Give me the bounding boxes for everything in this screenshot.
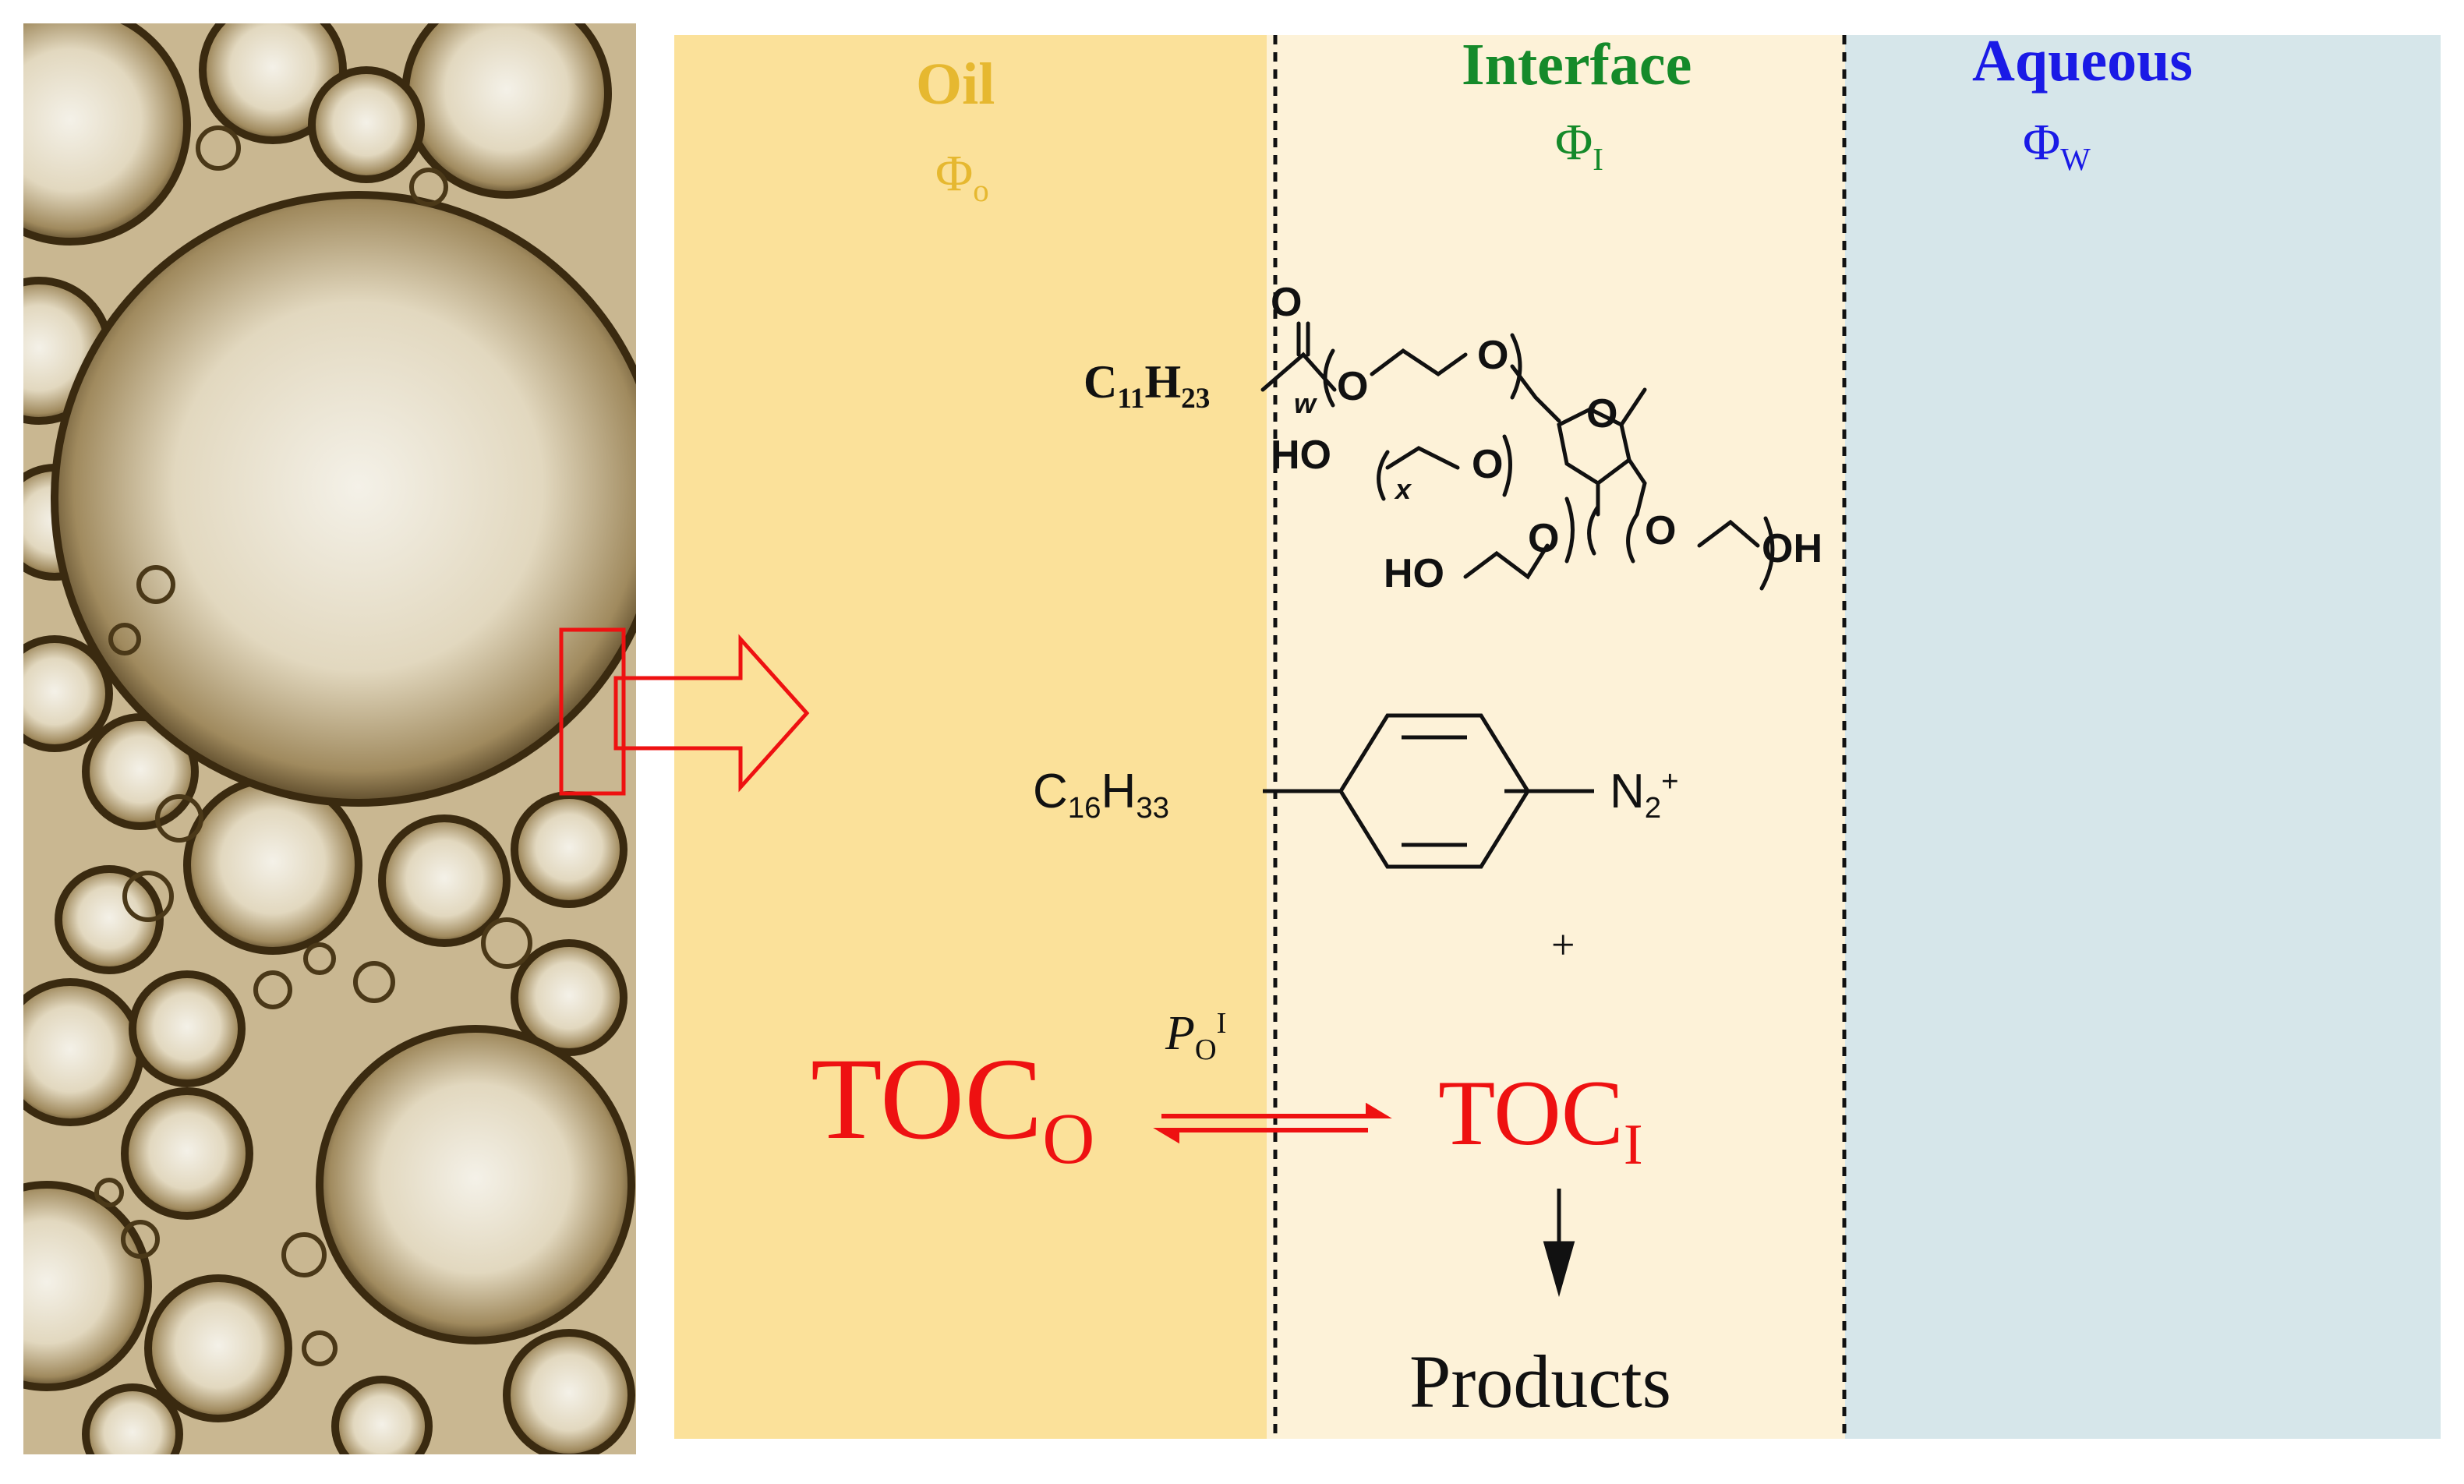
small-droplet (122, 871, 174, 922)
ether-oxygen-3: O (1528, 516, 1560, 561)
small-droplet (121, 1220, 160, 1259)
diazonium-group: N2+ (1610, 764, 1679, 825)
droplet (129, 970, 246, 1087)
small-droplet (94, 1178, 124, 1207)
zoom-arrow (613, 634, 810, 793)
down-arrow (1543, 1189, 1575, 1298)
interface-region (1267, 35, 1845, 1439)
interface-highlight-box (559, 627, 626, 796)
small-droplet (108, 623, 141, 655)
ether-oxygen-2: O (1472, 442, 1504, 487)
ether-oxygen-4: O (1645, 508, 1677, 553)
small-droplet (481, 917, 532, 969)
droplet (23, 635, 113, 752)
small-droplets (94, 125, 532, 1366)
plus-sign: + (1551, 921, 1575, 968)
droplet (144, 1274, 292, 1422)
small-droplet (196, 125, 241, 171)
small-droplet (302, 1330, 338, 1366)
droplet (331, 1376, 433, 1454)
ring-oxygen: O (1586, 391, 1618, 436)
droplet (316, 1025, 635, 1344)
droplet-group (23, 23, 636, 1454)
toc-interface: TOCI (1438, 1061, 1643, 1178)
droplet (82, 1383, 183, 1454)
droplet (23, 23, 191, 246)
carbonyl-oxygen: O (1271, 280, 1303, 325)
interface-label: Interface (1462, 32, 1692, 97)
droplet (199, 23, 347, 144)
droplet (308, 66, 425, 183)
small-droplet (303, 942, 336, 975)
aqueous-phase-symbol: ΦW (2023, 114, 2091, 177)
droplet (51, 191, 636, 807)
hydroxyl-group-2: HO (1384, 551, 1444, 596)
droplet (23, 1181, 152, 1391)
sorbitan-ester-structure (1260, 321, 1775, 591)
equilibrium-arrows (1153, 1102, 1392, 1144)
products-label: Products (1409, 1340, 1671, 1423)
aqueous-phase-region (1845, 35, 2441, 1439)
droplet (121, 1087, 253, 1220)
ether-oxygen-1: O (1477, 333, 1509, 378)
small-droplet (281, 1232, 327, 1277)
ester-oxygen: O (1337, 364, 1369, 409)
repeat-index-x: x (1395, 473, 1412, 505)
small-droplet (253, 970, 292, 1009)
oil-phase-region (674, 35, 1267, 1439)
emulsion-micrograph (23, 23, 636, 1454)
aryldiazonium-structure (1263, 713, 1594, 869)
laurate-tail-formula: C11H23 (1084, 356, 1211, 415)
oil-phase-label: Oil (916, 51, 995, 117)
small-droplet (409, 168, 448, 207)
interface-symbol: ΦI (1555, 114, 1603, 177)
hydroxyl-group-1: HO (1271, 433, 1331, 478)
droplet (378, 814, 511, 947)
droplet (55, 865, 164, 974)
small-droplet (155, 794, 203, 843)
hexadecyl-tail-formula: C16H33 (1033, 765, 1170, 825)
droplet (503, 1329, 635, 1454)
oil-phase-symbol: Φo (935, 145, 989, 208)
hydroxyl-group-3: OH (1762, 526, 1822, 571)
small-droplet (353, 961, 395, 1003)
aqueous-phase-label: Aqueous (1972, 28, 2193, 94)
small-droplet (136, 565, 175, 604)
droplet (511, 939, 627, 1056)
partition-constant: POI (1165, 1006, 1227, 1067)
toc-oil: TOCO (811, 1034, 1095, 1179)
repeat-index-w: w (1294, 387, 1317, 419)
